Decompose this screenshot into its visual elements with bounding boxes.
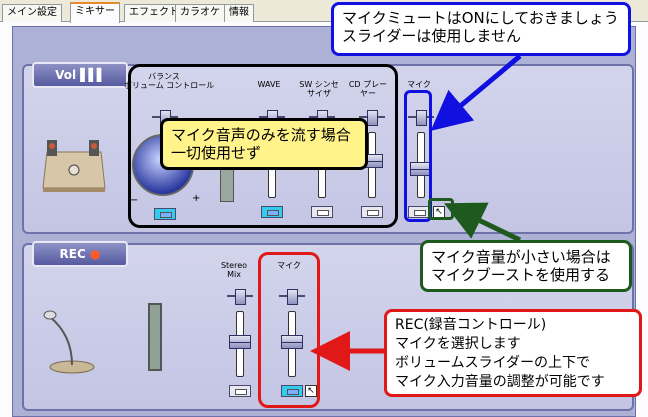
- wave-mute-button[interactable]: [261, 206, 283, 218]
- tab-info[interactable]: 情報: [224, 4, 254, 22]
- annotation-mute-note: マイクミュートはONにしておきましょう スライダーは使用しません: [331, 2, 631, 56]
- mic-record-select-button[interactable]: [281, 385, 303, 397]
- microphone-image: [42, 305, 100, 375]
- record-vu-meter: [148, 303, 162, 371]
- tab-mixer[interactable]: ミキサー: [70, 2, 120, 23]
- sw-synth-label: SW シンセ サイザ: [299, 80, 339, 98]
- cd-player-balance[interactable]: [359, 110, 385, 126]
- mic-playback-label: マイク: [407, 80, 431, 89]
- cd-player-label: CD プレー ヤー: [348, 80, 388, 98]
- cd-player-mute-button[interactable]: [361, 206, 383, 218]
- speakers-image: [41, 136, 107, 192]
- mic-record-slider-thumb[interactable]: [281, 335, 303, 349]
- mic-record-label: マイク: [277, 261, 301, 270]
- highlight-record-mic: [258, 252, 320, 408]
- tab-main-settings[interactable]: メイン設定: [2, 4, 62, 22]
- wave-label: WAVE: [257, 80, 281, 89]
- highlight-mic-slider: [404, 90, 432, 222]
- stereo-mix-slider-thumb[interactable]: [229, 335, 251, 349]
- annotation-rec-note: REC(録音コントロール) マイクを選択します ボリュームスライダーの上下で マ…: [384, 309, 642, 397]
- stereo-mix-label: Stereo Mix: [220, 261, 248, 279]
- sw-synth-mute-button[interactable]: [311, 206, 333, 218]
- mic-playback-mute-button[interactable]: [408, 206, 430, 218]
- stereo-mix-balance[interactable]: [227, 289, 253, 305]
- balance-minus: −: [130, 195, 139, 206]
- playback-panel: Vol ▌▌▌ バランス ボリューム コントロール − + WAVE SW シン…: [22, 62, 634, 234]
- master-mute-button[interactable]: [154, 208, 176, 220]
- highlight-playback-sliders: [128, 64, 398, 228]
- annotation-boost-note: マイク音量が小さい場合は マイクブーストを使用する: [420, 240, 632, 292]
- balance-plus: +: [192, 193, 201, 204]
- annotation-mic-only-note: マイク音声のみを流す場合 一切使用せず: [160, 118, 368, 170]
- playback-label: Vol ▌▌▌: [32, 62, 128, 88]
- mic-record-advanced-button[interactable]: ↖: [305, 385, 317, 397]
- mic-record-balance[interactable]: [279, 289, 305, 305]
- record-label: REC ●: [32, 241, 128, 267]
- balance-label: バランス ボリューム コントロール: [124, 72, 215, 90]
- mic-playback-balance[interactable]: [408, 110, 434, 126]
- stereo-mix-select-button[interactable]: [229, 385, 251, 397]
